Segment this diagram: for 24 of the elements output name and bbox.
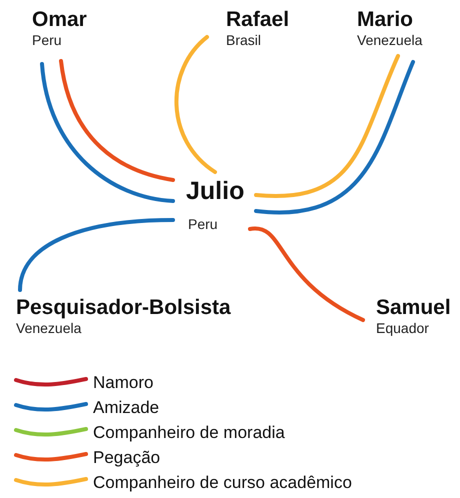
- person-name: Julio: [186, 176, 244, 206]
- relationship-line: [18, 218, 175, 292]
- person-name: Omar: [32, 8, 87, 32]
- country-label: Brasil: [226, 32, 262, 49]
- country-label: Equador: [376, 320, 430, 337]
- relationship-line: [248, 226, 365, 322]
- legend-label: Pegação: [93, 448, 160, 468]
- legend-label: Namoro: [93, 373, 154, 393]
- legend-label: Companheiro de moradia: [93, 423, 285, 443]
- relationship-line: [40, 62, 175, 203]
- country-label: Peru: [188, 216, 219, 233]
- relationship-line: [59, 59, 175, 182]
- country-label: Peru: [32, 32, 63, 49]
- person-name: Samuel: [376, 296, 451, 320]
- legend-label: Amizade: [93, 398, 160, 418]
- person-name: Mario: [357, 8, 414, 32]
- relationship-line: [174, 35, 217, 174]
- person-name: Rafael: [226, 8, 290, 32]
- country-label: Venezuela: [16, 320, 82, 337]
- person-name: Pesquisador-Bolsista: [16, 296, 231, 320]
- relationship-line: [254, 60, 415, 214]
- legend-label: Companheiro de curso acadêmico: [93, 473, 352, 493]
- country-label: Venezuela: [357, 32, 422, 49]
- relationship-line: [254, 54, 400, 198]
